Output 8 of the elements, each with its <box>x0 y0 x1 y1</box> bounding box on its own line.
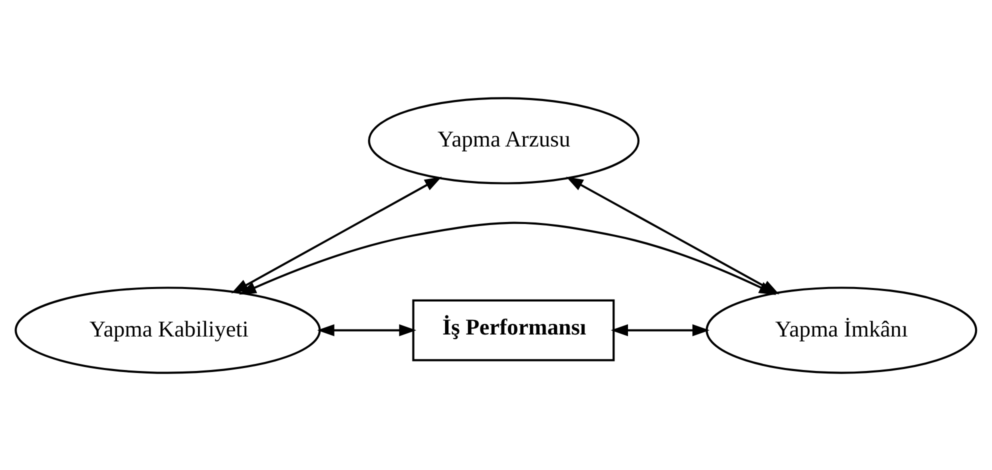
node-ellipse: Yapma İmkânı <box>706 286 978 374</box>
node-ellipse: Yapma Arzusu <box>368 96 640 184</box>
node-box: İş Performansı <box>412 298 615 361</box>
arrow <box>610 324 710 336</box>
arrow <box>317 324 416 336</box>
arrow <box>239 221 776 295</box>
node-ellipse: Yapma Kabiliyeti <box>14 286 321 374</box>
arrow <box>231 176 442 293</box>
